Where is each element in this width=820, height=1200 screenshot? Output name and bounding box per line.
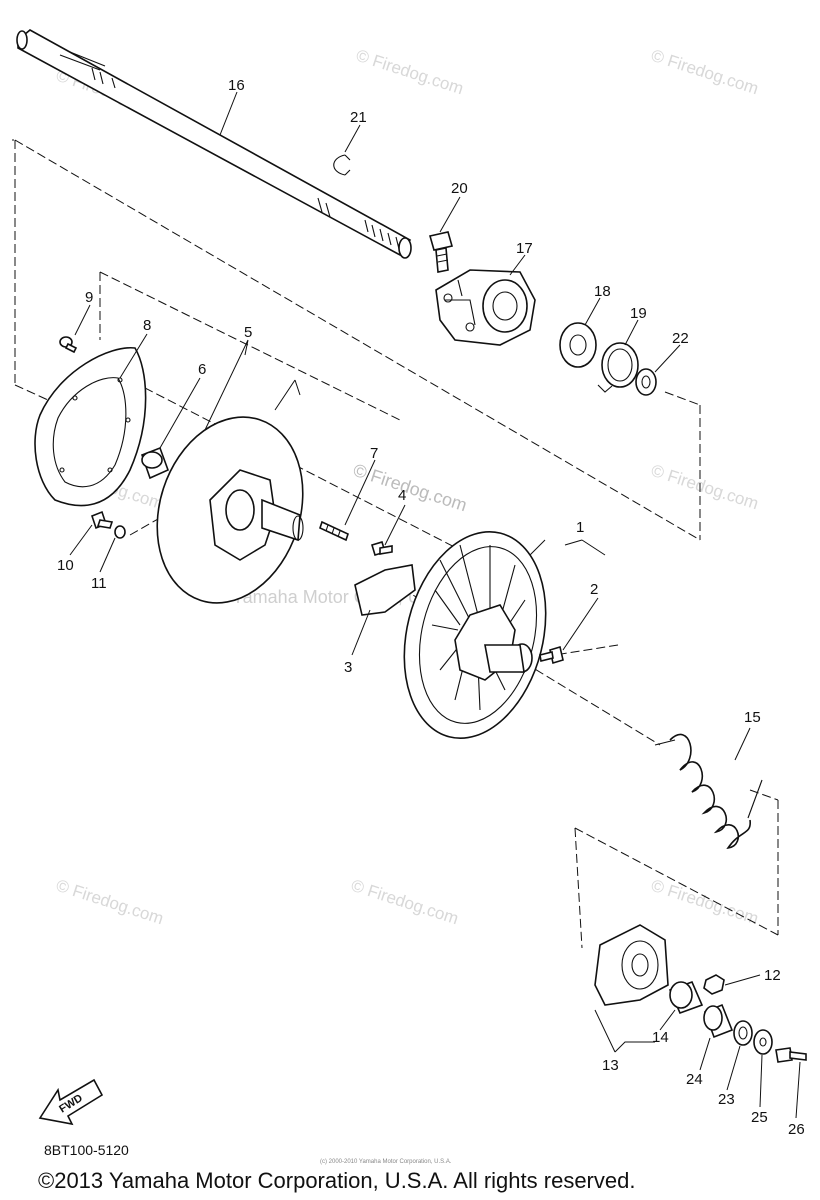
gasket bbox=[354, 564, 416, 616]
callout-9: 9 bbox=[85, 289, 93, 306]
circlip bbox=[333, 154, 351, 176]
leader-lines bbox=[69, 91, 801, 1119]
callout-22: 22 bbox=[672, 330, 689, 347]
callout-19: 19 bbox=[630, 305, 647, 322]
callout-2: 2 bbox=[590, 581, 598, 598]
bushing bbox=[140, 446, 170, 480]
callout-16: 16 bbox=[228, 77, 245, 94]
callout-4: 4 bbox=[398, 487, 406, 504]
callout-23: 23 bbox=[718, 1091, 735, 1108]
callout-24: 24 bbox=[686, 1071, 703, 1088]
callout-17: 17 bbox=[516, 240, 533, 257]
ring bbox=[733, 1020, 753, 1046]
center-watermark: © Firedog.com bbox=[351, 460, 470, 516]
bolt bbox=[91, 510, 114, 530]
callout-11: 11 bbox=[91, 575, 107, 592]
callout-25: 25 bbox=[751, 1109, 768, 1126]
fixed-sheave bbox=[156, 416, 304, 604]
end-cap bbox=[594, 924, 669, 1006]
callout-13: 13 bbox=[602, 1057, 619, 1074]
alignment-lines bbox=[12, 139, 779, 949]
cover-plate bbox=[34, 347, 147, 507]
collar bbox=[703, 1003, 734, 1039]
callout-21: 21 bbox=[350, 109, 367, 126]
watermark: © Firedog.com bbox=[54, 876, 166, 929]
watermark: © Firedog.com bbox=[649, 46, 761, 99]
callout-1: 1 bbox=[576, 519, 584, 536]
diagram-code: 8BT100-5120 bbox=[44, 1142, 129, 1158]
callout-5: 5 bbox=[244, 324, 252, 341]
watermark: © Firedog.com bbox=[649, 461, 761, 514]
callout-26: 26 bbox=[788, 1121, 805, 1138]
callout-15: 15 bbox=[744, 709, 761, 726]
watermark: © Firedog.com bbox=[349, 876, 461, 929]
callout-7: 7 bbox=[370, 445, 378, 462]
callout-18: 18 bbox=[594, 283, 611, 300]
watermark-group: © Firedog.com © Firedog.com © Firedog.co… bbox=[54, 46, 761, 929]
callout-3: 3 bbox=[344, 659, 352, 676]
washer bbox=[635, 368, 657, 396]
nut bbox=[703, 974, 725, 995]
flange-bolt bbox=[775, 1047, 807, 1063]
bearing-housing bbox=[435, 269, 536, 346]
washer bbox=[114, 525, 126, 539]
callout-12: 12 bbox=[764, 967, 781, 984]
washer bbox=[753, 1029, 773, 1055]
callout-10: 10 bbox=[57, 557, 74, 574]
small-bolt bbox=[59, 336, 78, 354]
coil-spring bbox=[654, 733, 763, 850]
screw bbox=[539, 645, 564, 665]
stud-bolt bbox=[319, 520, 349, 542]
screw bbox=[371, 541, 393, 556]
watermark: © Firedog.com bbox=[354, 46, 466, 99]
callout-labels: 1 2 3 4 5 6 7 8 9 10 11 12 13 14 15 16 1… bbox=[57, 77, 805, 1138]
sleeve bbox=[668, 980, 704, 1015]
flange-bolt bbox=[428, 231, 454, 273]
axle-shaft bbox=[16, 29, 412, 259]
watermark: © Firedog.com bbox=[649, 876, 761, 929]
callout-6: 6 bbox=[198, 361, 206, 378]
forward-arrow: FWD bbox=[38, 1078, 104, 1126]
small-notice: (c) 2000-2010 Yamaha Motor Corporation, … bbox=[320, 1159, 452, 1165]
callout-20: 20 bbox=[451, 180, 468, 197]
snap-ring bbox=[597, 342, 639, 393]
callout-8: 8 bbox=[143, 317, 151, 334]
movable-sheave bbox=[403, 530, 547, 740]
callout-14: 14 bbox=[652, 1029, 669, 1046]
copyright-notice: ©2013 Yamaha Motor Corporation, U.S.A. A… bbox=[38, 1168, 636, 1193]
ball-bearing bbox=[559, 322, 597, 368]
